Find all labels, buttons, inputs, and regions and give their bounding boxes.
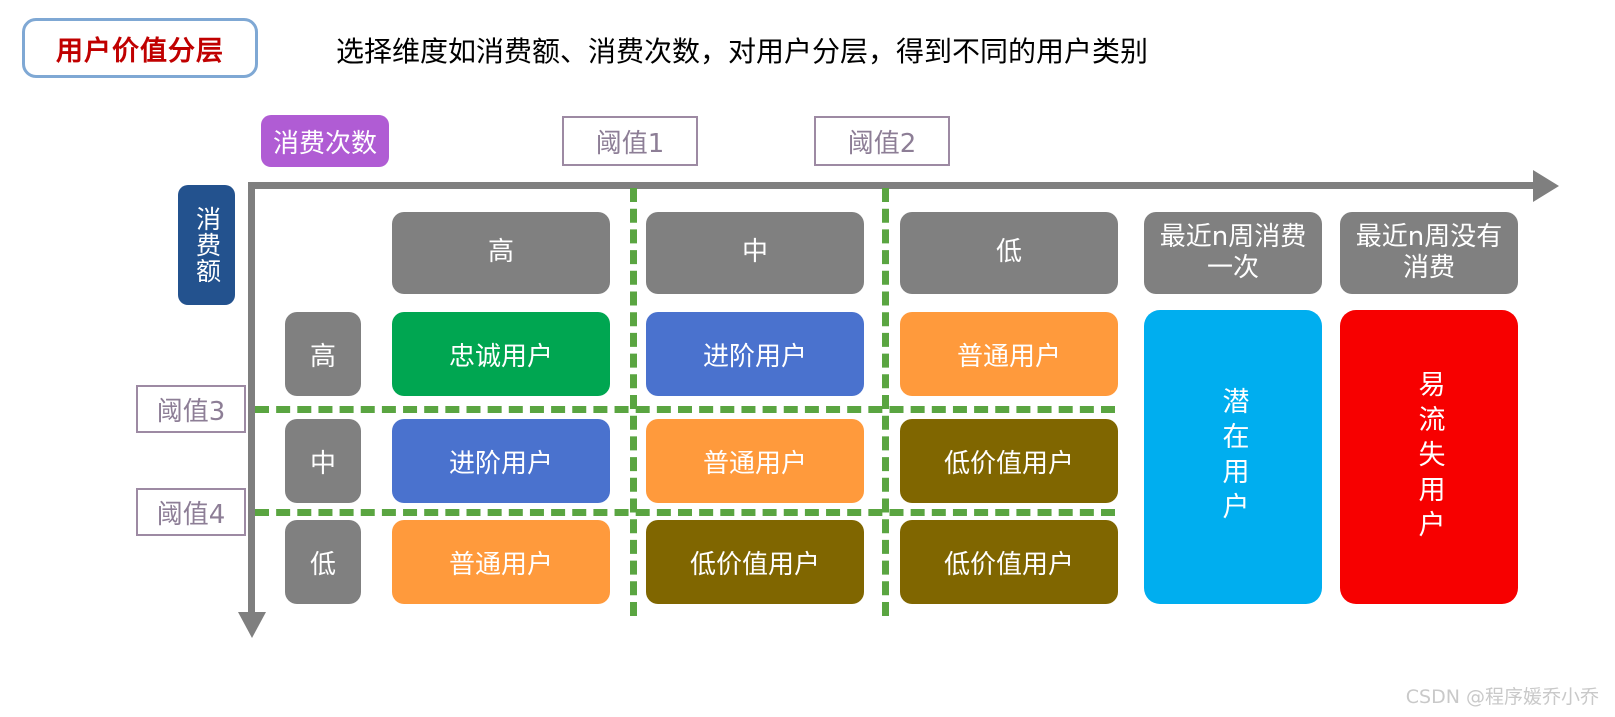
matrix-cell-2-1: 低价值用户 <box>646 520 864 604</box>
matrix-cell-1-2: 低价值用户 <box>900 419 1118 503</box>
row-header-2: 低 <box>285 520 361 604</box>
threshold-box-4: 阈值4 <box>136 488 246 536</box>
threshold-box-1: 阈值1 <box>562 116 698 166</box>
page-title-badge: 用户价值分层 <box>22 18 258 78</box>
vertical-divider-2 <box>882 188 889 616</box>
matrix-cell-1-0: 进阶用户 <box>392 419 610 503</box>
threshold-box-3: 阈值3 <box>136 385 246 433</box>
matrix-cell-0-0: 忠诚用户 <box>392 312 610 396</box>
column-header-3: 最近n周消费一次 <box>1144 212 1322 294</box>
side-cell-potential-user: 潜在用户 <box>1144 310 1322 604</box>
threshold-box-2: 阈值2 <box>814 116 950 166</box>
y-axis-label-badge: 消费额 <box>178 185 235 305</box>
column-header-0: 高 <box>392 212 610 294</box>
row-header-1: 中 <box>285 419 361 503</box>
side-cell-churn-risk-user: 易流失用户 <box>1340 310 1518 604</box>
matrix-cell-1-1: 普通用户 <box>646 419 864 503</box>
vertical-divider-1 <box>630 188 637 616</box>
horizontal-divider-2 <box>255 509 1115 516</box>
header-description: 选择维度如消费额、消费次数，对用户分层，得到不同的用户类别 <box>336 35 1149 68</box>
matrix-cell-2-2: 低价值用户 <box>900 520 1118 604</box>
matrix-cell-2-0: 普通用户 <box>392 520 610 604</box>
row-header-0: 高 <box>285 312 361 396</box>
matrix-cell-0-1: 进阶用户 <box>646 312 864 396</box>
horizontal-divider-1 <box>255 406 1115 413</box>
page-title: 用户价值分层 <box>56 35 224 67</box>
watermark: CSDN @程序媛乔小乔 <box>1405 686 1599 708</box>
y-axis-arrow-icon <box>238 612 266 638</box>
column-header-4: 最近n周没有消费 <box>1340 212 1518 294</box>
x-axis-arrow-icon <box>1533 170 1559 202</box>
y-axis-line <box>248 182 255 614</box>
x-axis-line <box>248 182 1536 189</box>
column-header-2: 低 <box>900 212 1118 294</box>
x-axis-label-badge: 消费次数 <box>261 115 389 167</box>
column-header-1: 中 <box>646 212 864 294</box>
matrix-cell-0-2: 普通用户 <box>900 312 1118 396</box>
